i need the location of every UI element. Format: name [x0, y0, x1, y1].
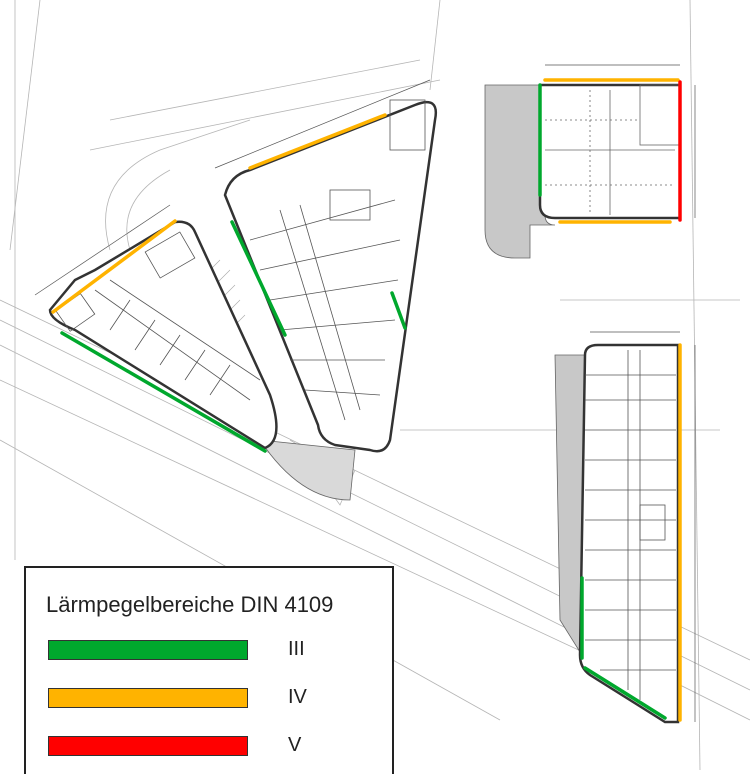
building-triangle — [223, 99, 438, 453]
legend-swatch-iv — [48, 688, 248, 708]
building-square — [538, 83, 682, 220]
legend-label-iv: IV — [288, 686, 307, 708]
legend-label-iii: III — [288, 638, 305, 660]
legend-label-v: V — [288, 734, 302, 756]
noise-markings-orange — [51, 78, 682, 722]
building-west — [48, 220, 278, 450]
noise-markings-green — [60, 83, 667, 720]
legend-swatch-v — [48, 736, 248, 756]
building-east — [578, 343, 680, 724]
dimension-lines — [34, 64, 696, 722]
legend-swatch-iii — [48, 640, 248, 660]
noise-level-legend: Lärmpegelbereiche DIN 4109 III IV V — [24, 566, 394, 774]
legend-title: Lärmpegelbereiche DIN 4109 — [46, 592, 334, 617]
